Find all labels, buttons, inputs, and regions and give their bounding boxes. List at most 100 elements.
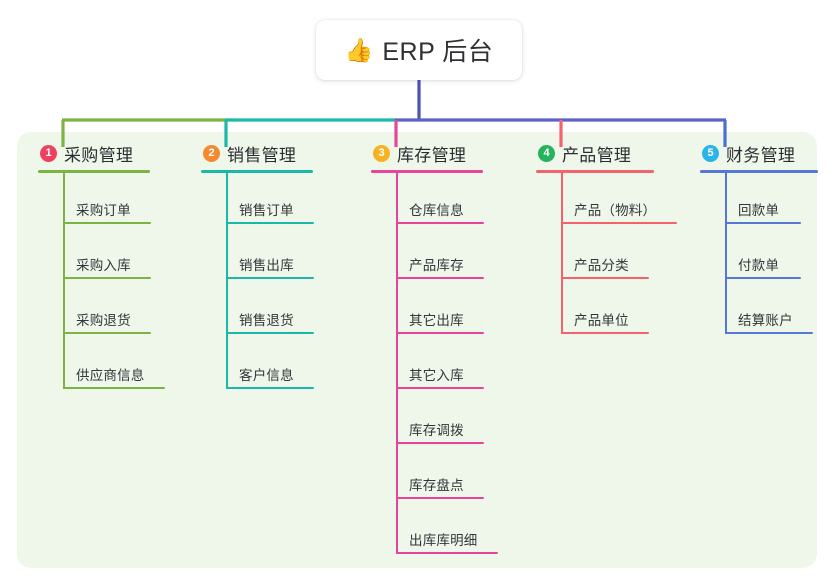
leaf-item-rule [226, 332, 314, 334]
leaf-item-rule [63, 387, 165, 389]
branch-header-2[interactable]: 2 销售管理 [201, 140, 351, 166]
leaf-item-rule [561, 332, 649, 334]
leaf-item-label: 产品库存 [409, 258, 464, 273]
branch-trunk-line [725, 173, 727, 334]
branch-trunk-line [396, 173, 398, 554]
branch-column-4: 4 产品管理产品（物料） 产品分类产品单位 [536, 140, 686, 338]
leaf-item-label: 仓库信息 [409, 203, 464, 218]
leaf-item-label: 采购退货 [76, 313, 131, 328]
leaf-item[interactable]: 销售出库 [201, 228, 351, 283]
branch-title: 销售管理 [227, 145, 297, 165]
branch-trunk-line [63, 173, 65, 389]
leaf-item[interactable]: 供应商信息 [38, 338, 188, 393]
branch-column-2: 2 销售管理销售订单销售出库销售退货客户信息 [201, 140, 351, 393]
leaf-item[interactable]: 仓库信息 [371, 173, 521, 228]
leaf-item-rule [396, 497, 484, 499]
branch-title: 采购管理 [64, 145, 134, 165]
branch-items: 回款单付款单结算账户 [700, 173, 830, 338]
leaf-item-rule [561, 222, 677, 224]
leaf-item[interactable]: 采购退货 [38, 283, 188, 338]
thumbs-up-icon: 👍 [344, 36, 374, 63]
leaf-item-rule [396, 442, 484, 444]
branch-items: 仓库信息产品库存其它出库其它入库库存调拨库存盘点出库库明细 [371, 173, 521, 558]
branch-column-1: 1 采购管理采购订单采购入库采购退货供应商信息 [38, 140, 188, 393]
leaf-item-rule [63, 277, 151, 279]
leaf-item[interactable]: 库存盘点 [371, 448, 521, 503]
leaf-item-rule [725, 277, 801, 279]
leaf-item[interactable]: 产品单位 [536, 283, 686, 338]
leaf-item-label: 回款单 [738, 203, 780, 218]
leaf-item-rule [63, 332, 151, 334]
branch-trunk-line [226, 173, 228, 389]
branches-panel [17, 132, 817, 568]
root-node-content: 👍 ERP 后台 [345, 32, 494, 68]
leaf-item-rule [725, 332, 813, 334]
leaf-item[interactable]: 客户信息 [201, 338, 351, 393]
leaf-item[interactable]: 回款单 [700, 173, 830, 228]
leaf-item-label: 产品单位 [574, 313, 629, 328]
branch-header-rule [371, 170, 483, 173]
branch-header-1[interactable]: 1 采购管理 [38, 140, 188, 166]
branch-title: 库存管理 [397, 145, 467, 165]
leaf-item-label: 供应商信息 [76, 368, 145, 383]
branch-column-5: 5 财务管理回款单付款单结算账户 [700, 140, 830, 338]
branch-number-badge: 5 [702, 144, 719, 162]
leaf-item-label: 销售退货 [239, 313, 294, 328]
leaf-item-label: 销售出库 [239, 258, 294, 273]
leaf-item-label: 付款单 [738, 258, 780, 273]
leaf-item[interactable]: 库存调拨 [371, 393, 521, 448]
leaf-item-label: 出库库明细 [409, 533, 478, 548]
leaf-item[interactable]: 其它入库 [371, 338, 521, 393]
branch-items: 销售订单销售出库销售退货客户信息 [201, 173, 351, 393]
root-title: ERP 后台 [382, 38, 494, 66]
leaf-item-rule [226, 277, 314, 279]
leaf-item-rule [725, 222, 801, 224]
leaf-item-label: 其它入库 [409, 368, 464, 383]
leaf-item[interactable]: 出库库明细 [371, 503, 521, 558]
branch-title: 产品管理 [562, 145, 632, 165]
branch-header-rule [536, 170, 654, 173]
leaf-item-label: 库存调拨 [409, 423, 464, 438]
branch-number-badge: 2 [203, 144, 220, 162]
leaf-item-rule [226, 387, 314, 389]
leaf-item[interactable]: 产品分类 [536, 228, 686, 283]
leaf-item-rule [561, 277, 649, 279]
leaf-item[interactable]: 产品库存 [371, 228, 521, 283]
leaf-item-label: 产品（物料） [574, 203, 657, 218]
leaf-item-label: 采购入库 [76, 258, 131, 273]
leaf-item-rule [396, 552, 498, 554]
leaf-item-rule [226, 222, 314, 224]
leaf-item-rule [396, 222, 484, 224]
leaf-item-label: 库存盘点 [409, 478, 464, 493]
leaf-item[interactable]: 付款单 [700, 228, 830, 283]
leaf-item-label: 客户信息 [239, 368, 294, 383]
leaf-item-rule [396, 277, 484, 279]
branch-header-rule [38, 170, 150, 173]
branch-items: 采购订单采购入库采购退货供应商信息 [38, 173, 188, 393]
branch-column-3: 3 库存管理仓库信息产品库存其它出库其它入库库存调拨库存盘点出库库明细 [371, 140, 521, 558]
leaf-item[interactable]: 结算账户 [700, 283, 830, 338]
leaf-item[interactable]: 产品（物料） [536, 173, 686, 228]
branch-trunk-line [561, 173, 563, 334]
branch-number-badge: 3 [373, 144, 390, 162]
branch-number-badge: 1 [40, 144, 57, 162]
branch-header-rule [700, 170, 818, 173]
branch-number-badge: 4 [538, 144, 555, 162]
leaf-item-rule [396, 332, 484, 334]
root-node-card[interactable]: 👍 ERP 后台 [316, 20, 522, 80]
branch-header-rule [201, 170, 313, 173]
leaf-item[interactable]: 销售订单 [201, 173, 351, 228]
branch-header-5[interactable]: 5 财务管理 [700, 140, 830, 166]
branch-header-4[interactable]: 4 产品管理 [536, 140, 686, 166]
branch-title: 财务管理 [726, 145, 796, 165]
leaf-item-rule [396, 387, 484, 389]
leaf-item-label: 销售订单 [239, 203, 294, 218]
leaf-item[interactable]: 销售退货 [201, 283, 351, 338]
leaf-item[interactable]: 其它出库 [371, 283, 521, 338]
leaf-item-label: 产品分类 [574, 258, 629, 273]
branch-header-3[interactable]: 3 库存管理 [371, 140, 521, 166]
leaf-item[interactable]: 采购订单 [38, 173, 188, 228]
leaf-item[interactable]: 采购入库 [38, 228, 188, 283]
leaf-item-label: 结算账户 [738, 313, 793, 328]
